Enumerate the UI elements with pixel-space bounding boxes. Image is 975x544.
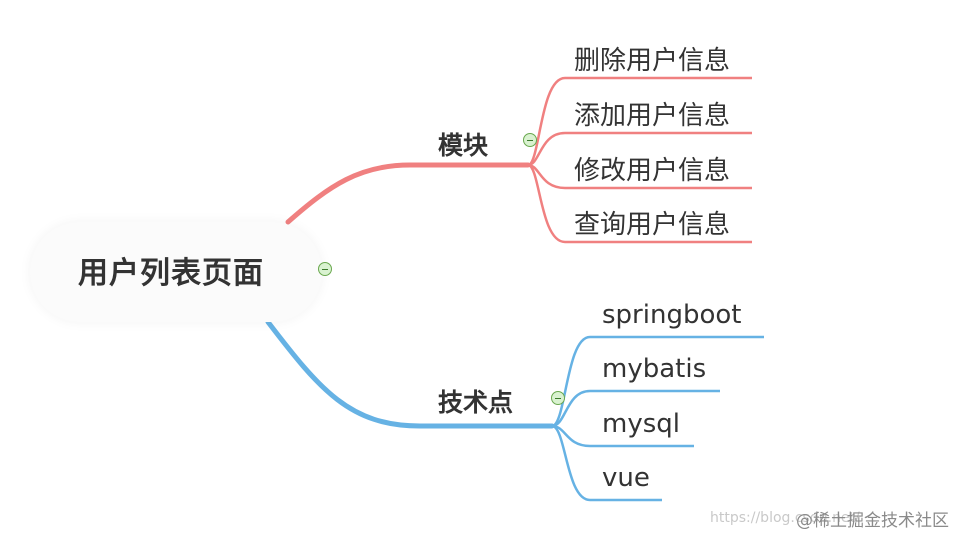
minus-circle-icon[interactable] (523, 133, 537, 147)
branch-tech-label[interactable]: 技术点 (438, 388, 514, 417)
minus-circle-icon[interactable] (318, 262, 332, 276)
leaf-node[interactable]: vue (602, 463, 650, 493)
connector-root-tech (265, 319, 555, 429)
connector-module-leaf-4 (527, 163, 752, 244)
leaf-node[interactable]: springboot (602, 300, 742, 330)
connector-root-module (285, 162, 531, 225)
connector-tech-leaf-4 (551, 424, 662, 502)
watermark-brand: @稀土掘金技术社区 (796, 511, 949, 531)
connector-module-leaf-2 (527, 131, 752, 167)
connector-tech-leaf-2 (551, 389, 720, 428)
leaf-node[interactable]: 查询用户信息 (574, 210, 731, 240)
branch-module-label[interactable]: 模块 (438, 131, 489, 160)
leaf-node[interactable]: mybatis (602, 354, 707, 384)
leaf-node[interactable]: 修改用户信息 (574, 156, 731, 186)
watermark-url: https://blog.csdn.net/ (710, 510, 860, 526)
minus-circle-icon[interactable] (551, 391, 565, 405)
connector-module-leaf-1 (527, 76, 752, 167)
root-node[interactable] (30, 222, 322, 322)
leaf-node[interactable]: 删除用户信息 (574, 46, 731, 76)
root-node-label: 用户列表页面 (78, 256, 264, 291)
leaf-node[interactable]: 添加用户信息 (574, 101, 731, 131)
leaf-node[interactable]: mysql (602, 409, 680, 439)
connector-tech-leaf-1 (551, 335, 764, 428)
